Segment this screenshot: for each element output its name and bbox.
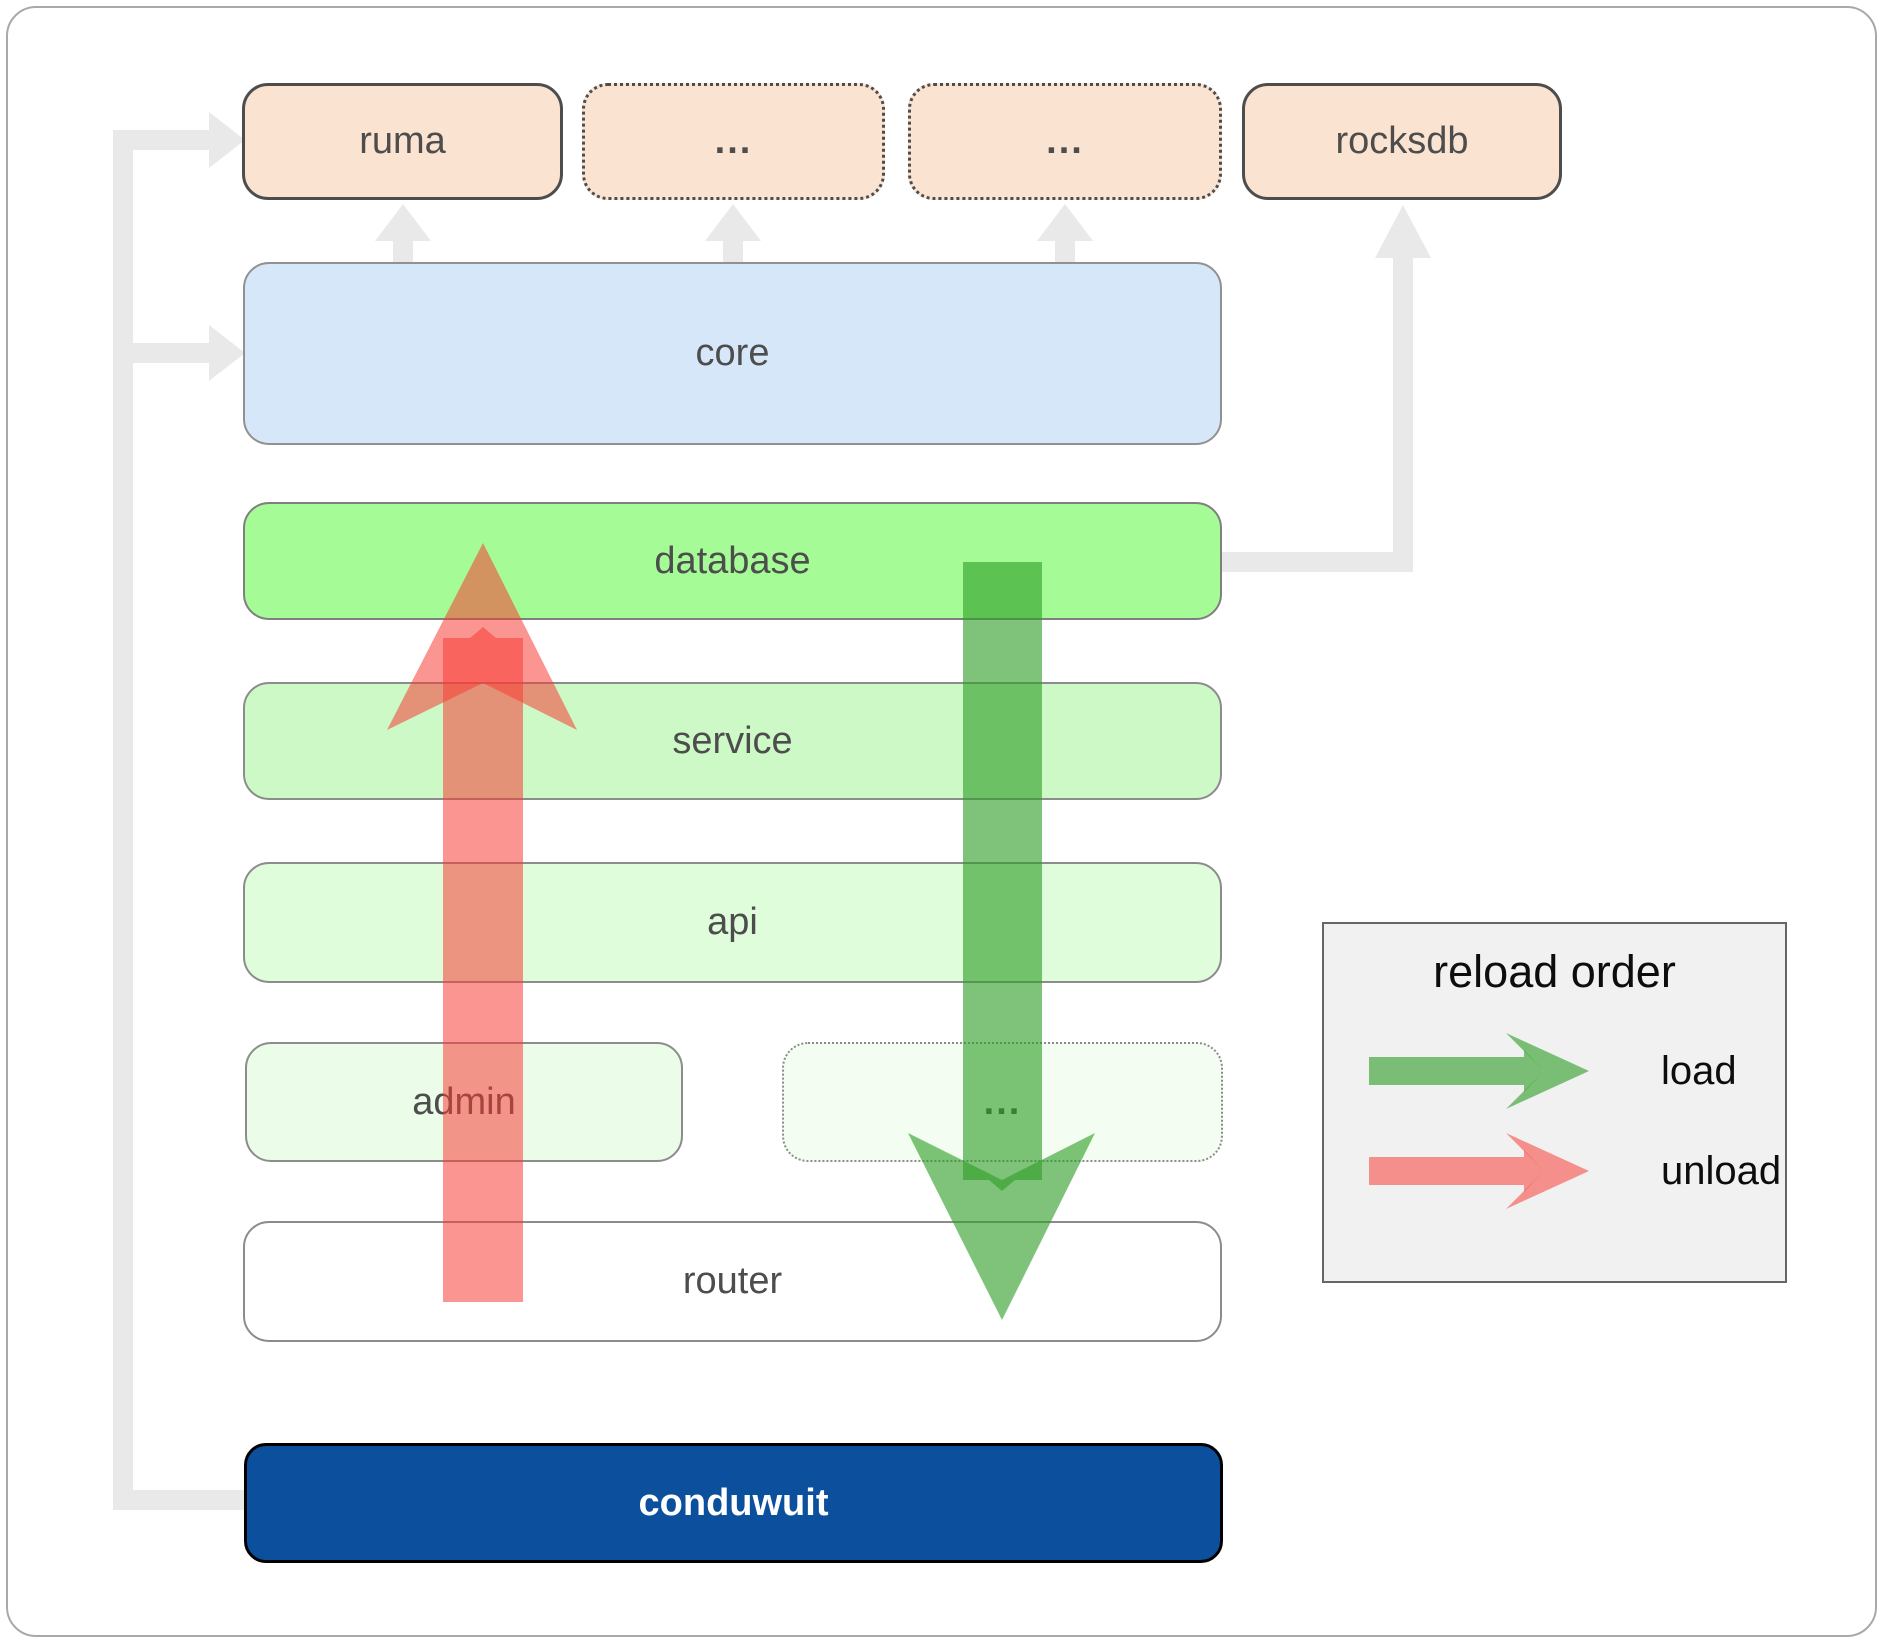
box-core-label: core [695,332,770,374]
box-api-label: api [707,901,758,943]
legend: reload order load unload [1322,922,1787,1283]
box-rocksdb-label: rocksdb [1335,120,1469,162]
box-api: api [243,862,1222,983]
box-database-label: database [654,539,811,582]
box-router: router [243,1221,1222,1342]
box-database: database [243,502,1222,620]
legend-row-load: load [1364,1024,1737,1119]
box-conduwuit-label: conduwuit [638,1481,829,1524]
legend-load-label: load [1661,1049,1737,1093]
box-ellipsis-2: ... [908,83,1222,200]
box-router-label: router [682,1260,783,1302]
box-ellipsis-1: ... [582,83,885,200]
box-service: service [243,682,1222,800]
box-admin-label: admin [412,1080,516,1123]
box-core: core [243,262,1222,445]
legend-unload-label: unload [1661,1149,1782,1193]
box-ellipsis-1-label: ... [714,120,753,162]
legend-title: reload order [1433,946,1676,997]
box-admin-ellipsis-label: ... [983,1080,1022,1123]
outer-frame [6,6,1877,1637]
box-rocksdb: rocksdb [1242,83,1562,200]
load-arrow-icon [1369,1033,1589,1109]
box-ruma: ruma [242,83,563,200]
box-ellipsis-2-label: ... [1046,120,1084,162]
legend-row-unload: unload [1364,1124,1781,1219]
box-conduwuit: conduwuit [244,1443,1223,1563]
box-admin-ellipsis: ... [782,1042,1223,1162]
box-ruma-label: ruma [359,120,446,162]
box-admin: admin [245,1042,683,1162]
unload-arrow-icon [1369,1133,1589,1209]
box-service-label: service [672,719,793,762]
